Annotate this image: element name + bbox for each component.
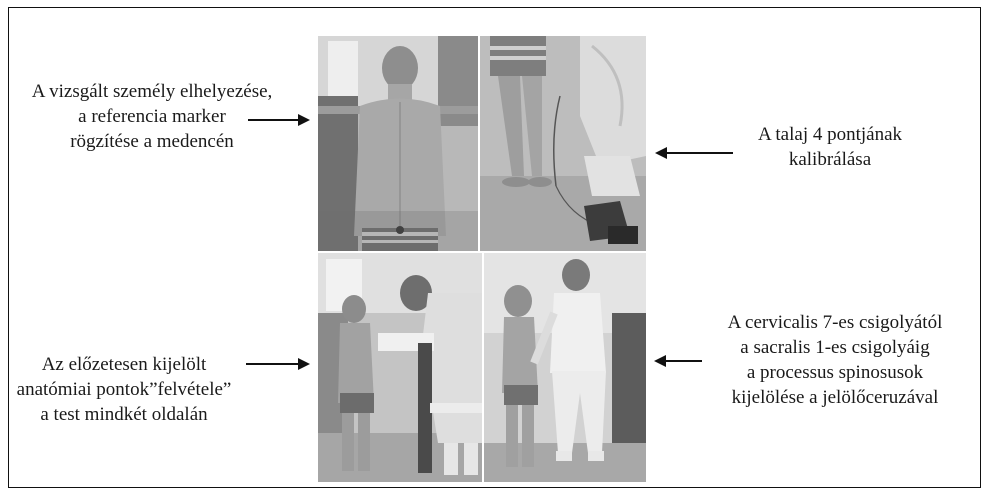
caption-line: Az előzetesen kijelölt bbox=[41, 354, 207, 375]
caption-line: A talaj 4 pontjának bbox=[757, 124, 903, 145]
arrow-right-icon bbox=[248, 114, 310, 126]
caption-bottom-right: A cervicalis 7-es csigolyától a sacralis… bbox=[700, 310, 970, 410]
caption-line: anatómiai pontok”felvétele” bbox=[16, 379, 232, 400]
arrow-right-icon bbox=[246, 358, 310, 370]
photo-spinous-process-marking bbox=[484, 253, 646, 482]
caption-line: a referencia marker bbox=[78, 106, 226, 127]
caption-bottom-left: Az előzetesen kijelölt anatómiai pontok”… bbox=[4, 352, 244, 427]
caption-line: A cervicalis 7-es csigolyától bbox=[727, 312, 943, 333]
photo-floor-calibration bbox=[480, 36, 646, 251]
caption-line: a sacralis 1-es csigolyáig bbox=[740, 337, 930, 358]
caption-line: a processus spinosusok bbox=[746, 362, 924, 383]
caption-line: A vizsgált személy elhelyezése, bbox=[31, 81, 273, 102]
caption-line: a test mindkét oldalán bbox=[40, 404, 208, 425]
arrow-left-icon bbox=[654, 355, 702, 367]
caption-line: kalibrálása bbox=[788, 149, 872, 170]
caption-line: rögzítése a medencén bbox=[70, 131, 234, 152]
photo-child-back-reference-marker bbox=[318, 36, 478, 251]
caption-top-right: A talaj 4 pontjának kalibrálása bbox=[730, 122, 930, 172]
photo-anatomical-points-recording bbox=[318, 253, 482, 482]
arrow-left-icon bbox=[655, 147, 733, 159]
caption-line: kijelölése a jelölőceruzával bbox=[731, 387, 939, 408]
caption-top-left: A vizsgált személy elhelyezése, a refere… bbox=[16, 79, 288, 154]
